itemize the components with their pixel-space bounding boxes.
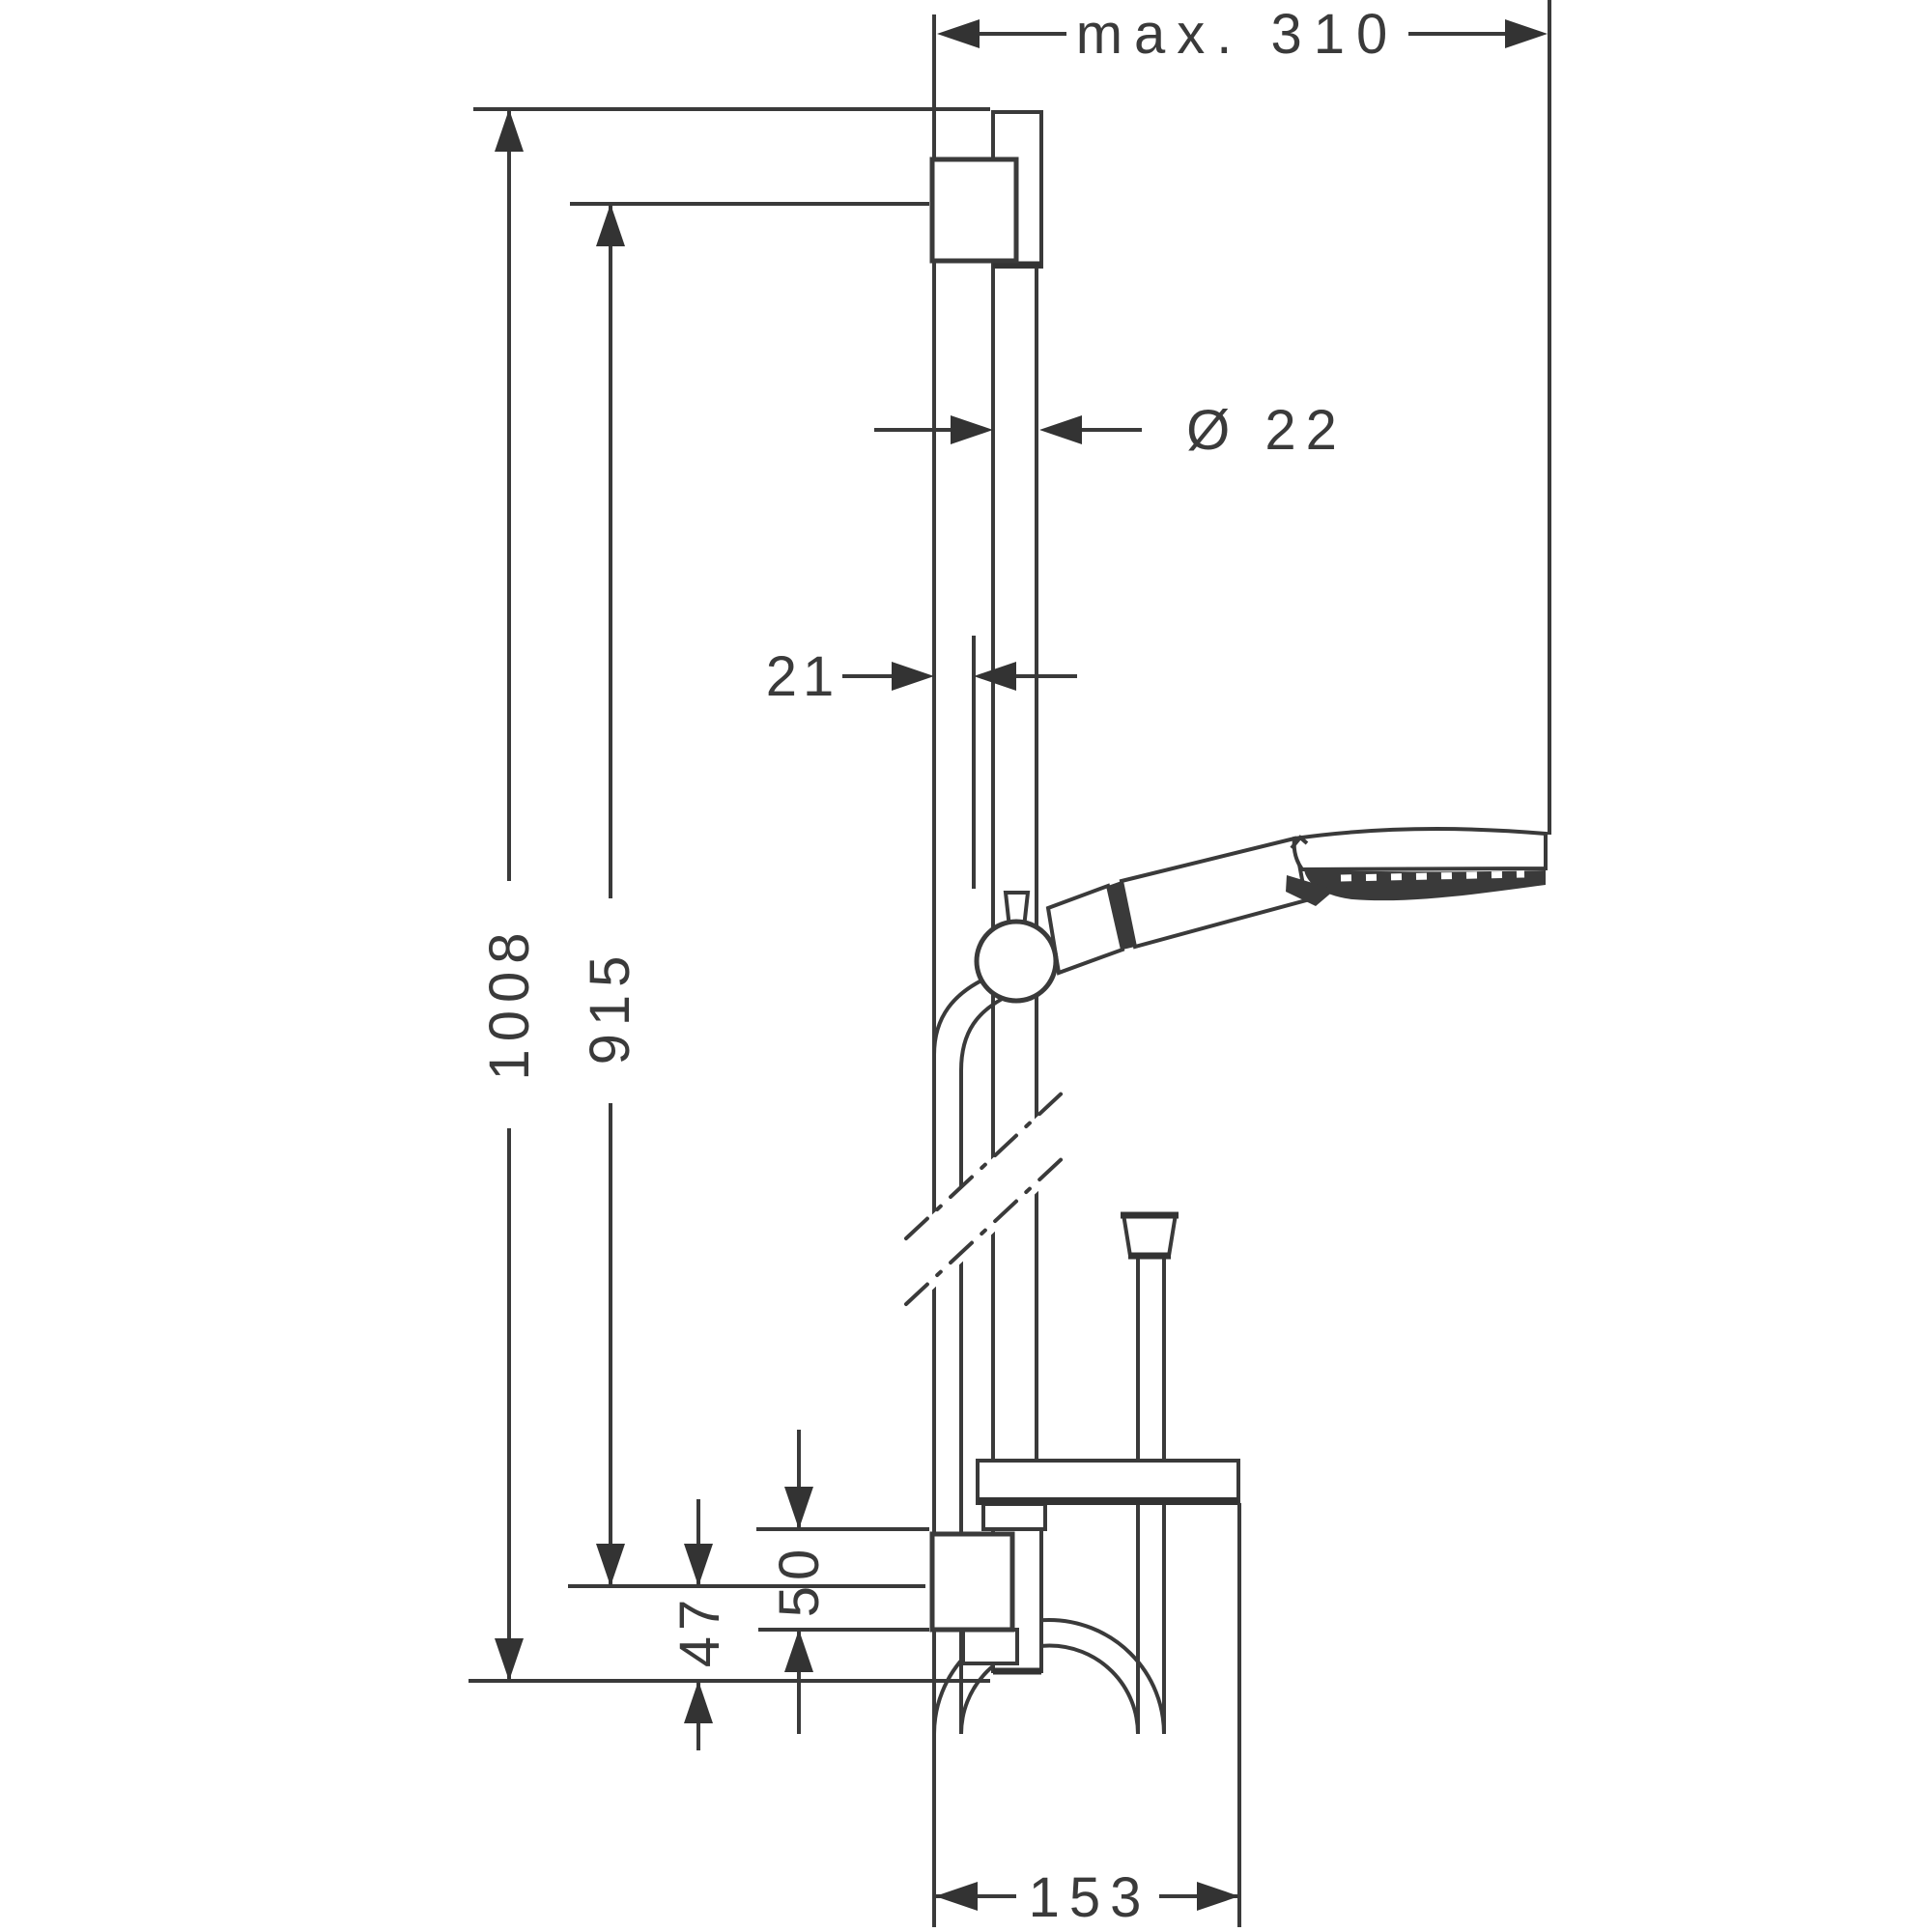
hose-nut bbox=[1121, 1211, 1179, 1260]
arrow-right-icon bbox=[892, 662, 934, 691]
arrow-down-icon bbox=[596, 1544, 625, 1586]
dimension-label-max-reach: max. 310 bbox=[1076, 3, 1400, 66]
bracket-bottom-step bbox=[961, 1628, 1019, 1665]
hose-curve-outer bbox=[932, 976, 988, 1056]
arrow-down-icon bbox=[684, 1544, 713, 1586]
arrow-left-icon bbox=[974, 662, 1016, 691]
dimension-label-hole-distance: 915 bbox=[579, 949, 641, 1065]
bracket-top-plate bbox=[929, 156, 1019, 264]
nozzle-row bbox=[1340, 870, 1525, 882]
dimension-label-bottom-offset: 47 bbox=[668, 1594, 731, 1668]
wall-bracket-bottom bbox=[929, 1459, 1240, 1675]
dimension-hole-distance: 915 bbox=[579, 204, 641, 1586]
dimension-label-overall-height: 1008 bbox=[478, 924, 541, 1080]
dimension-max-reach: max. 310 bbox=[937, 3, 1548, 66]
arrow-down-icon bbox=[495, 1638, 524, 1681]
dimension-overall-height: 1008 bbox=[478, 109, 541, 1681]
dimension-label-offset: 21 bbox=[766, 645, 840, 708]
dimension-bottom-width: 153 bbox=[935, 1866, 1239, 1929]
arrow-up-icon bbox=[596, 204, 625, 246]
hand-shower bbox=[1045, 827, 1548, 976]
dimension-bottom-offset: 47 bbox=[668, 1499, 731, 1750]
dimension-label-bracket-height: 50 bbox=[768, 1544, 831, 1618]
arrow-up-icon bbox=[684, 1681, 713, 1723]
arrow-up-icon bbox=[495, 109, 524, 152]
handle-grip bbox=[1119, 836, 1309, 950]
arrow-left-icon bbox=[1039, 415, 1082, 444]
arrow-left-icon bbox=[935, 1882, 978, 1911]
arrow-right-icon bbox=[1197, 1882, 1239, 1911]
wall-bracket-top bbox=[929, 110, 1043, 269]
arrow-right-icon bbox=[951, 415, 993, 444]
head-joint-wedge bbox=[1286, 875, 1335, 906]
product-drawing bbox=[898, 0, 1551, 1927]
holder-band bbox=[1108, 881, 1135, 950]
rail bbox=[991, 269, 1038, 1461]
arrow-left-icon bbox=[937, 19, 980, 48]
dimension-label-rail-diameter: Ø 22 bbox=[1186, 399, 1347, 462]
bracket-bottom-plate bbox=[929, 1531, 1015, 1633]
dimension-rail-diameter: Ø 22 bbox=[874, 399, 1347, 462]
rail-break-symbol bbox=[898, 1086, 1070, 1321]
dimension-label-bottom-width: 153 bbox=[1029, 1866, 1151, 1929]
arrow-right-icon bbox=[1505, 19, 1548, 48]
dimension-offset: 21 bbox=[766, 645, 1077, 708]
slider-holder bbox=[974, 891, 1059, 1004]
arrow-up-icon bbox=[784, 1630, 813, 1672]
hose-left-inner bbox=[959, 993, 1010, 1734]
dimension-annotations: max. 310 Ø 22 21 1008 bbox=[469, 3, 1548, 1929]
hose-u-bend-inner bbox=[959, 1643, 1140, 1735]
shower-head-spray-face bbox=[1304, 869, 1546, 901]
slider-knob bbox=[974, 919, 1059, 1004]
soap-dish bbox=[976, 1459, 1240, 1505]
bracket-bottom-collar bbox=[981, 1502, 1047, 1531]
shower-head-body bbox=[1292, 827, 1548, 872]
head-joint-tick bbox=[1290, 835, 1309, 850]
arrow-down-icon bbox=[784, 1487, 813, 1529]
dimension-bracket-height: 50 bbox=[768, 1430, 831, 1734]
